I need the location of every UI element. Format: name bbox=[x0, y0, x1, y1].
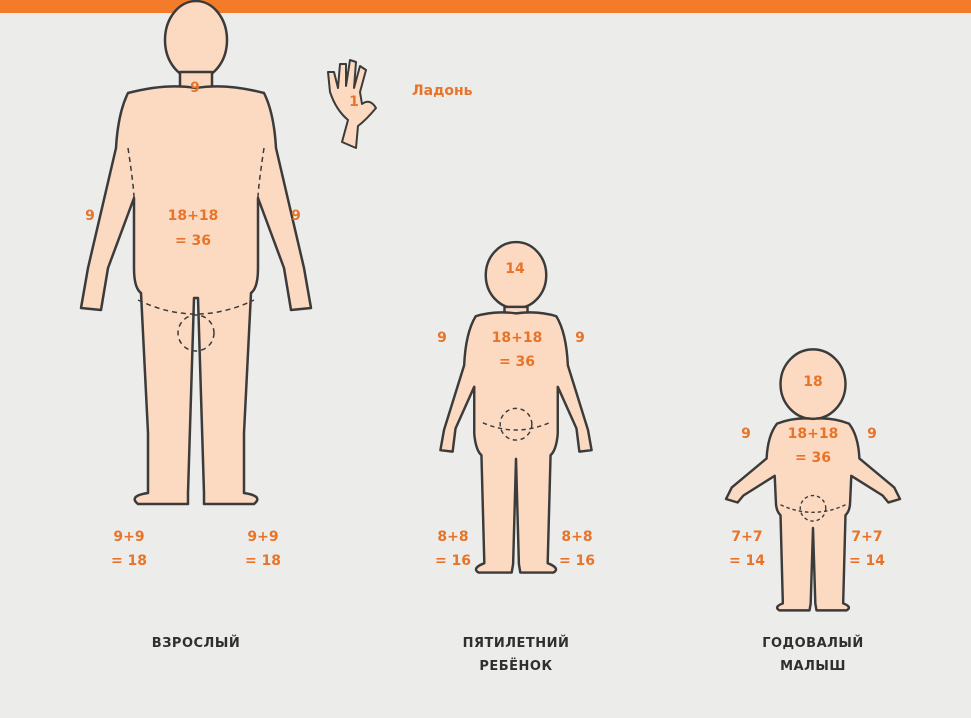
child-leg-right-value: 8+8 bbox=[552, 525, 602, 549]
child-caption-line2: РЕБЁНОК bbox=[446, 655, 586, 679]
child-head-value: 14 bbox=[498, 257, 532, 281]
baby-caption-line1: ГОДОВАЛЫЙ bbox=[740, 632, 886, 656]
baby-head-value: 18 bbox=[796, 370, 830, 394]
baby-arm-left-value: 9 bbox=[736, 422, 756, 446]
baby-arm-right-value: 9 bbox=[862, 422, 882, 446]
child-torso-total: = 36 bbox=[482, 350, 552, 374]
adult-leg-left-total: = 18 bbox=[104, 549, 154, 573]
child-leg-right-total: = 16 bbox=[552, 549, 602, 573]
baby-leg-left-value: 7+7 bbox=[722, 525, 772, 549]
child-torso-value: 18+18 bbox=[482, 326, 552, 350]
adult-arm-left-value: 9 bbox=[80, 204, 100, 228]
adult-leg-right-value: 9+9 bbox=[238, 525, 288, 549]
adult-torso-total: = 36 bbox=[158, 229, 228, 253]
adult-caption: ВЗРОСЛЫЙ bbox=[126, 632, 266, 656]
adult-arm-right-value: 9 bbox=[286, 204, 306, 228]
child-figure bbox=[440, 242, 591, 572]
child-caption-line1: ПЯТИЛЕТНИЙ bbox=[446, 632, 586, 656]
child-arm-right-value: 9 bbox=[570, 326, 590, 350]
baby-torso-total: = 36 bbox=[778, 446, 848, 470]
adult-head-value: 9 bbox=[180, 76, 210, 100]
baby-leg-left-total: = 14 bbox=[722, 549, 772, 573]
baby-leg-right-value: 7+7 bbox=[842, 525, 892, 549]
baby-caption-line2: МАЛЫШ bbox=[740, 655, 886, 679]
baby-torso-value: 18+18 bbox=[778, 422, 848, 446]
adult-torso-value: 18+18 bbox=[158, 204, 228, 228]
palm-label: Ладонь bbox=[412, 79, 482, 103]
palm-value: 1 bbox=[344, 90, 364, 114]
baby-leg-right-total: = 14 bbox=[842, 549, 892, 573]
adult-leg-right-total: = 18 bbox=[238, 549, 288, 573]
child-arm-left-value: 9 bbox=[432, 326, 452, 350]
child-leg-left-value: 8+8 bbox=[428, 525, 478, 549]
child-leg-left-total: = 16 bbox=[428, 549, 478, 573]
adult-leg-left-value: 9+9 bbox=[104, 525, 154, 549]
